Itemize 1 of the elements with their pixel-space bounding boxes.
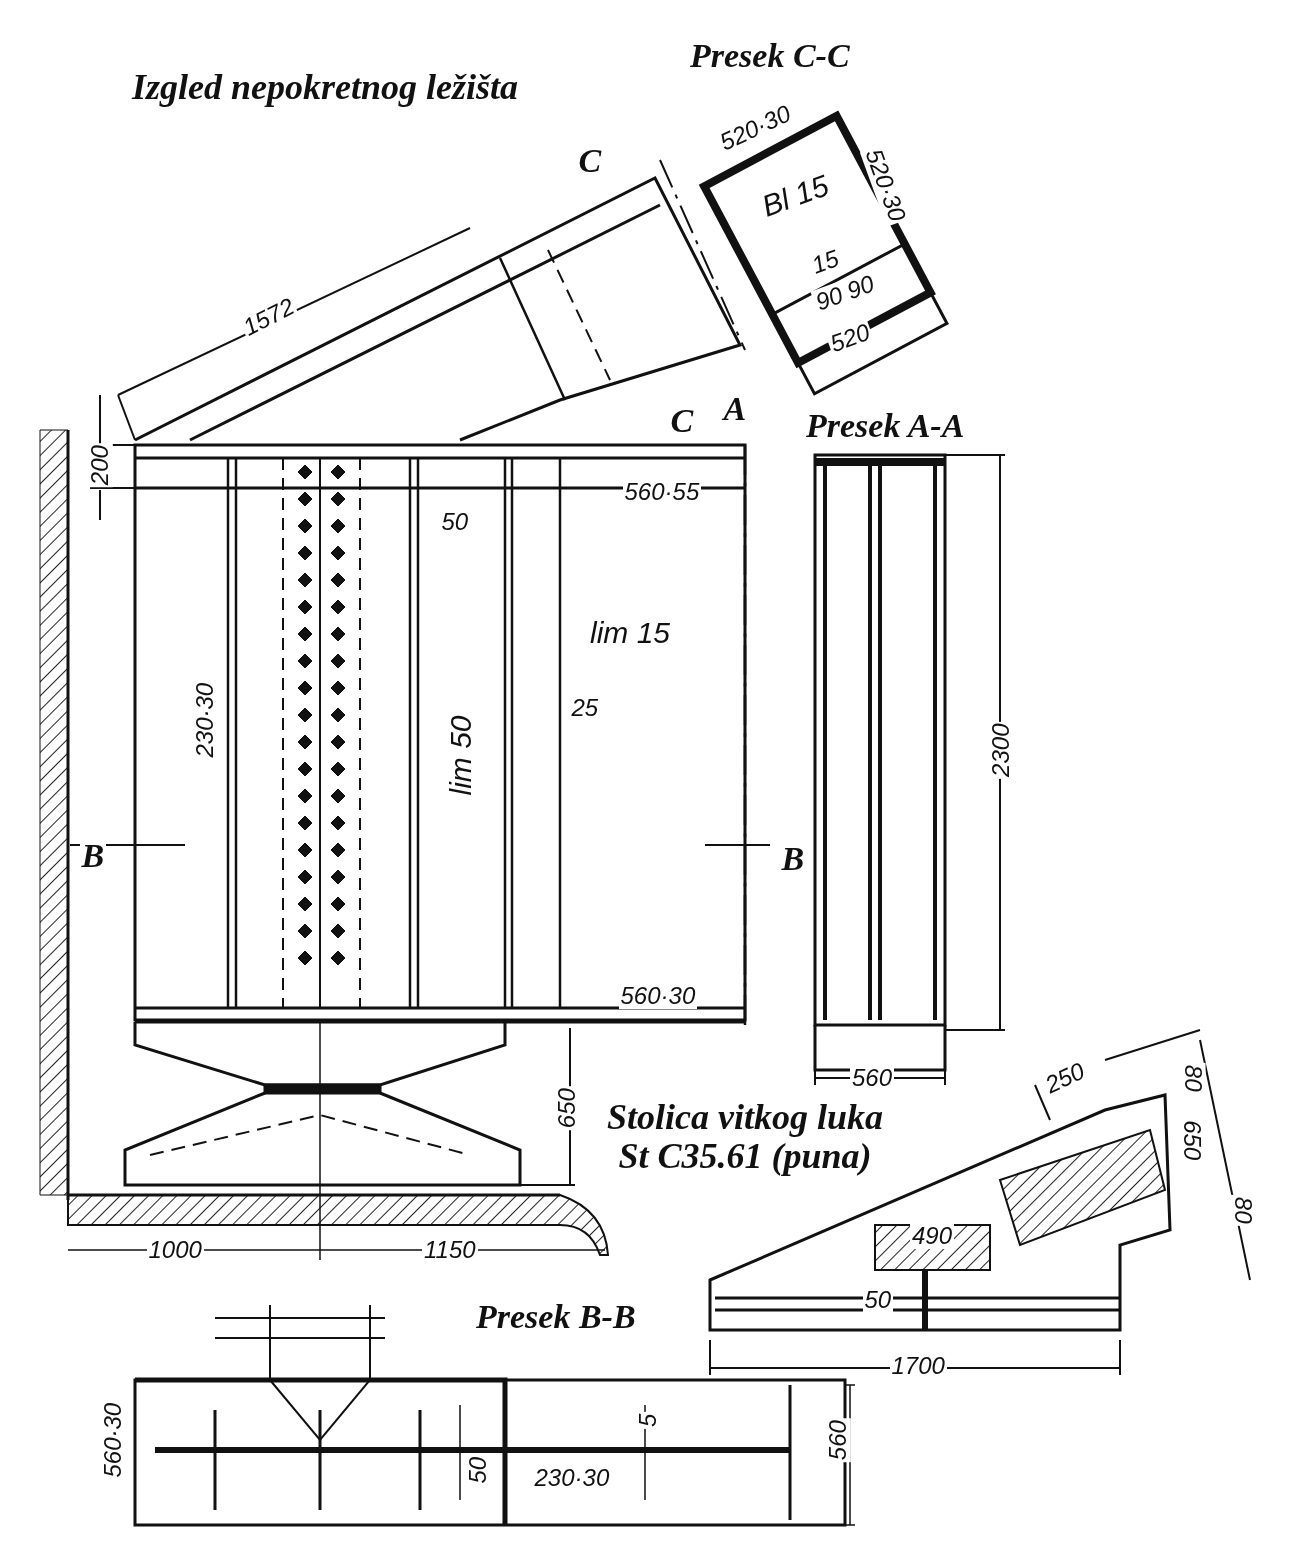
- dimension-label: 490: [910, 1223, 955, 1250]
